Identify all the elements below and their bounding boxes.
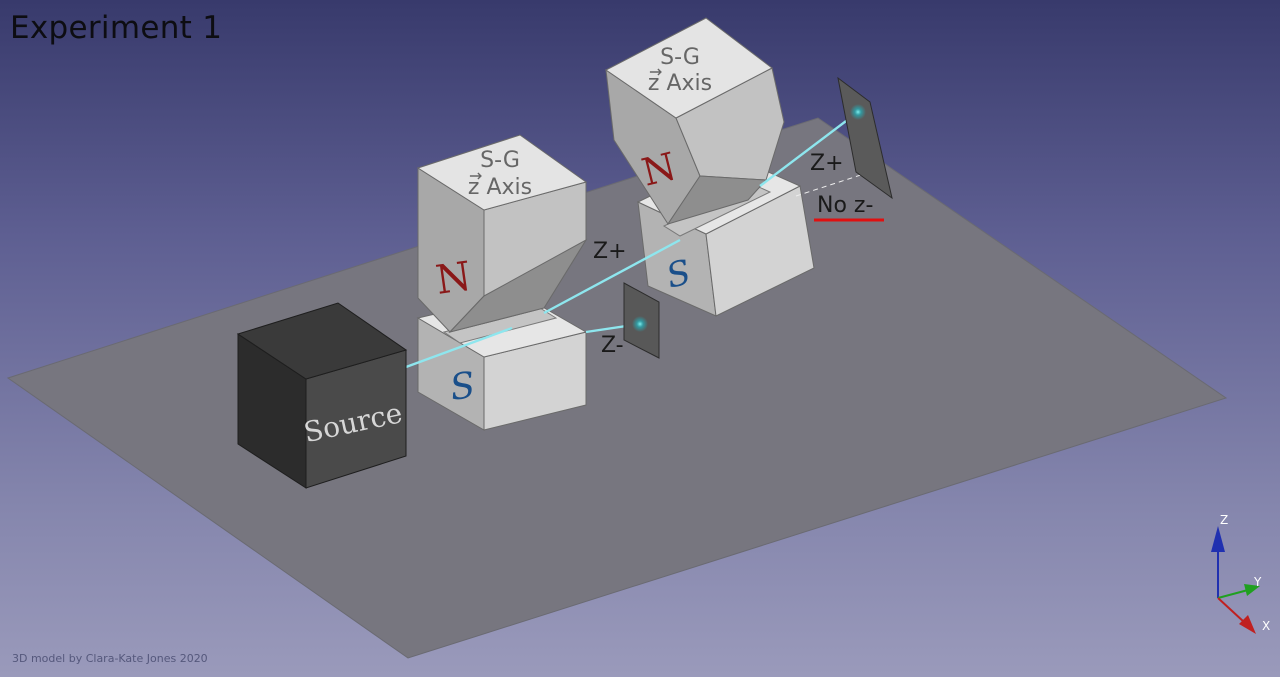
x-axis-label: X xyxy=(1262,619,1270,633)
north-pole-label-1: N xyxy=(433,253,474,303)
magnet-1-axis-label: z Axis xyxy=(468,175,532,200)
magnet-2-title: S-G xyxy=(660,45,700,70)
vector-arrow-icon xyxy=(649,68,662,76)
no-zminus-label: No z- xyxy=(817,193,873,218)
vector-arrow-icon xyxy=(469,172,482,180)
beam-source-to-magnet1 xyxy=(405,326,513,369)
magnet-2-axis-label: z Axis xyxy=(648,71,712,96)
source-cube[interactable]: Source xyxy=(236,302,408,489)
magnet-1-title: S-G xyxy=(480,148,520,173)
north-pole-block-2 xyxy=(605,17,785,225)
no-zminus-path xyxy=(795,171,871,197)
z-axis-arrow-icon xyxy=(1211,526,1225,552)
stern-gerlach-magnet-1[interactable]: S N S-G z Axis xyxy=(416,134,588,431)
z-axis-label: Z xyxy=(1220,513,1228,527)
ground-plane xyxy=(6,117,1228,659)
stern-gerlach-magnet-2[interactable]: S N S-G z Axis xyxy=(605,17,815,317)
south-pole-label-1: S xyxy=(448,365,478,409)
detector-screen-2 xyxy=(837,76,893,200)
zminus-label-1: Z- xyxy=(601,333,624,358)
y-axis-arrow-icon xyxy=(1244,584,1260,596)
x-axis-line xyxy=(1217,597,1245,623)
model-credit: 3D model by Clara-Kate Jones 2020 xyxy=(12,652,208,665)
beam-zplus-to-screen xyxy=(759,111,859,187)
x-axis-arrow-icon xyxy=(1239,615,1256,634)
axis-triad[interactable]: Z Y X xyxy=(1211,513,1270,634)
zplus-label-2: Z+ xyxy=(810,151,844,176)
south-pole-block-1 xyxy=(416,293,588,431)
detector-screen-1 xyxy=(623,282,660,359)
y-axis-line xyxy=(1217,589,1249,599)
zplus-label-1: Z+ xyxy=(593,239,627,264)
y-axis-label: Y xyxy=(1253,575,1262,589)
page-title: Experiment 1 xyxy=(10,10,223,46)
north-pole-block-1 xyxy=(416,134,588,333)
beam-zplus-to-magnet2 xyxy=(543,238,681,315)
